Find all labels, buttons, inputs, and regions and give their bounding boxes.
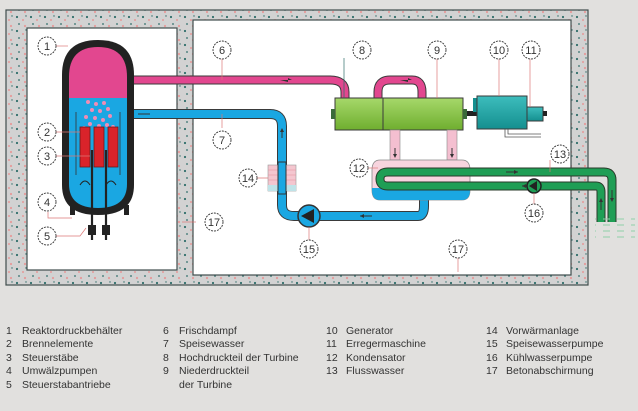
legend-item: der Turbine	[179, 378, 233, 391]
callout-10: 10	[489, 40, 509, 60]
callout-8: 8	[352, 40, 372, 60]
callout-4: 4	[37, 192, 57, 212]
svg-text:5: 5	[44, 231, 50, 243]
flow-arrow-icon	[280, 78, 292, 82]
generator	[473, 95, 547, 138]
callout-15: 15	[299, 239, 319, 259]
svg-text:8: 8	[359, 45, 365, 57]
river-water	[595, 218, 635, 240]
recirculation-pump	[124, 205, 129, 215]
svg-text:11: 11	[525, 45, 536, 57]
svg-text:6: 6	[219, 45, 225, 57]
fuel-element	[79, 126, 91, 168]
svg-text:15: 15	[303, 244, 315, 256]
svg-text:1: 1	[44, 41, 50, 53]
control-rod-drive	[102, 225, 105, 235]
callout-9: 9	[427, 40, 447, 60]
fuel-element	[93, 126, 105, 168]
svg-text:2: 2	[44, 127, 50, 139]
svg-text:7: 7	[219, 135, 225, 147]
condenser	[371, 159, 471, 201]
callout-11: 11	[521, 40, 541, 60]
bwr-diagram: 1 2 3 4 5 6 7 8 9 10 11 12 13 14 15 16 1…	[5, 9, 635, 286]
svg-text:17: 17	[208, 217, 220, 229]
svg-text:16: 16	[528, 208, 540, 220]
svg-text:13: 13	[554, 149, 566, 161]
cooling-water-pump	[526, 178, 542, 194]
callout-3: 3	[37, 146, 57, 166]
control-rod-drive	[88, 225, 91, 235]
callout-7: 7	[212, 130, 232, 150]
callout-1: 1	[37, 36, 57, 56]
preheater	[267, 161, 297, 195]
callout-12: 12	[349, 158, 369, 178]
svg-text:10: 10	[493, 45, 505, 57]
svg-text:4: 4	[44, 197, 50, 209]
callout-5: 5	[37, 226, 57, 246]
control-rod-drive	[93, 225, 96, 235]
callout-13: 13	[550, 144, 570, 164]
callout-16: 16	[524, 203, 544, 223]
svg-text:14: 14	[242, 173, 254, 185]
fuel-element	[107, 126, 119, 168]
callout-17: 17	[448, 239, 468, 259]
svg-text:9: 9	[434, 45, 440, 57]
svg-text:3: 3	[44, 151, 50, 163]
turbine	[331, 97, 477, 131]
svg-text:12: 12	[353, 163, 365, 175]
svg-text:17: 17	[452, 244, 464, 256]
reactor-pressure-vessel	[62, 40, 134, 240]
feedwater-pump	[297, 204, 321, 228]
callout-2: 2	[37, 122, 57, 142]
callout-6: 6	[212, 40, 232, 60]
callout-17: 17	[204, 212, 224, 232]
control-rod-drive	[107, 225, 110, 235]
callout-14: 14	[238, 168, 258, 188]
recirculation-pump	[70, 205, 75, 215]
callout-markers: 1 2 3 4 5 6 7 8 9 10 11 12 13 14 15 16 1…	[37, 36, 570, 259]
